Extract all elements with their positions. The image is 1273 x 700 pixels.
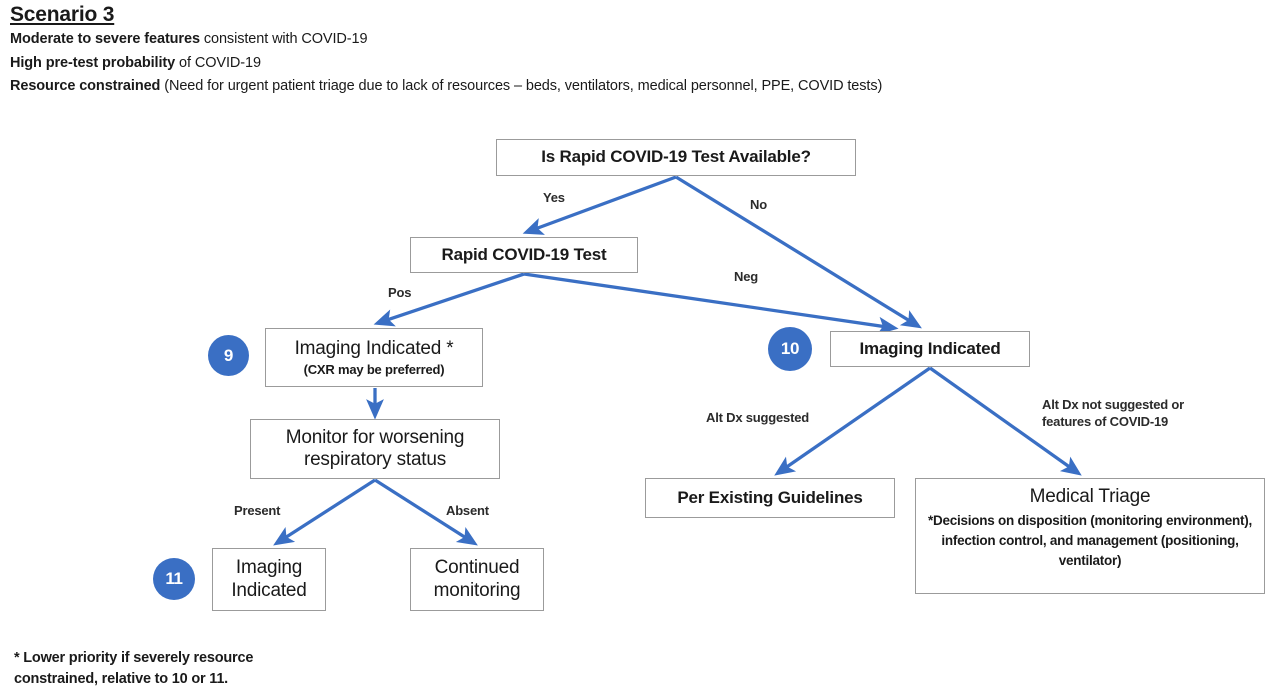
edge-label-present: Present [234, 503, 281, 518]
node-label: Imaging Indicated * [294, 337, 454, 359]
edge-label-no: No [750, 197, 767, 212]
header-line-2-bold: High pre-test probability [10, 54, 176, 71]
header-line-2: High pre-test probability of COVID-19 [10, 52, 1260, 75]
header-block: Scenario 3 Moderate to severe features c… [10, 2, 1260, 99]
edge-neg [523, 272, 899, 335]
node-per-existing-guidelines[interactable]: Per Existing Guidelines [645, 478, 895, 518]
badge-9[interactable]: 9 [208, 335, 249, 376]
node-monitor-for-worsening-respiratory-status[interactable]: Monitor for worsening respiratory status [250, 419, 500, 479]
edge-label-alt-dx-suggested: Alt Dx suggested [706, 410, 809, 425]
badge-11[interactable]: 11 [153, 558, 195, 600]
edge-yes [522, 175, 677, 235]
edge-present [273, 478, 376, 546]
node-imaging-indicated-10[interactable]: Imaging Indicated [830, 331, 1030, 367]
node-label-line1: Continued [434, 557, 520, 579]
header-line-3-rest: (Need for urgent patient triage due to l… [160, 78, 883, 95]
edge-pos [373, 272, 525, 327]
node-label: Per Existing Guidelines [677, 487, 863, 507]
node-label-line2: respiratory status [303, 449, 447, 470]
header-line-3-bold: Resource constrained [10, 78, 161, 95]
node-label: Imaging Indicated [859, 338, 1001, 358]
node-imaging-indicated-9[interactable]: Imaging Indicated * (CXR may be preferre… [265, 328, 483, 387]
edge-alt-dx-suggested [774, 366, 931, 476]
node-rapid-covid-test[interactable]: Rapid COVID-19 Test [410, 237, 638, 273]
header-line-2-rest: of COVID-19 [175, 54, 261, 71]
header-line-3: Resource constrained (Need for urgent pa… [10, 75, 1260, 98]
edge-label-alt-dx-not-suggested: Alt Dx not suggested or features of COVI… [1042, 397, 1185, 429]
node-label: Medical Triage [1029, 486, 1151, 507]
node-sublabel: *Decisions on disposition (monitoring en… [928, 513, 1253, 568]
edge-alt-dx-not-suggested [929, 366, 1082, 476]
footnote: * Lower priority if severely resource co… [14, 650, 254, 688]
header-line-1-bold: Moderate to severe features [10, 31, 200, 48]
node-sublabel: (CXR may be preferred) [303, 362, 445, 378]
node-is-rapid-covid-test-available[interactable]: Is Rapid COVID-19 Test Available? [496, 139, 856, 176]
node-label-line1: Monitor for worsening [285, 426, 465, 448]
edge-label-pos: Pos [388, 285, 412, 300]
page-title: Scenario 3 [10, 3, 115, 26]
edge-no [675, 175, 922, 329]
node-label-line1: Imaging [235, 557, 303, 579]
node-label: Rapid COVID-19 Test [441, 244, 607, 264]
edge-absent [374, 478, 478, 546]
node-label-line2: monitoring [433, 579, 521, 601]
node-continued-monitoring[interactable]: Continued monitoring [410, 548, 544, 611]
edge-label-neg: Neg [734, 269, 758, 284]
node-label-line2: Indicated [231, 579, 307, 601]
edge-label-absent: Absent [446, 503, 489, 518]
header-line-1-rest: consistent with COVID-19 [199, 31, 368, 48]
node-imaging-indicated-11[interactable]: Imaging Indicated [212, 548, 326, 611]
node-label: Is Rapid COVID-19 Test Available? [541, 147, 811, 167]
badge-10[interactable]: 10 [768, 327, 812, 371]
node-medical-triage[interactable]: Medical Triage *Decisions on disposition… [915, 478, 1265, 594]
edge-label-yes: Yes [543, 190, 565, 205]
header-line-1: Moderate to severe features consistent w… [10, 28, 1260, 51]
